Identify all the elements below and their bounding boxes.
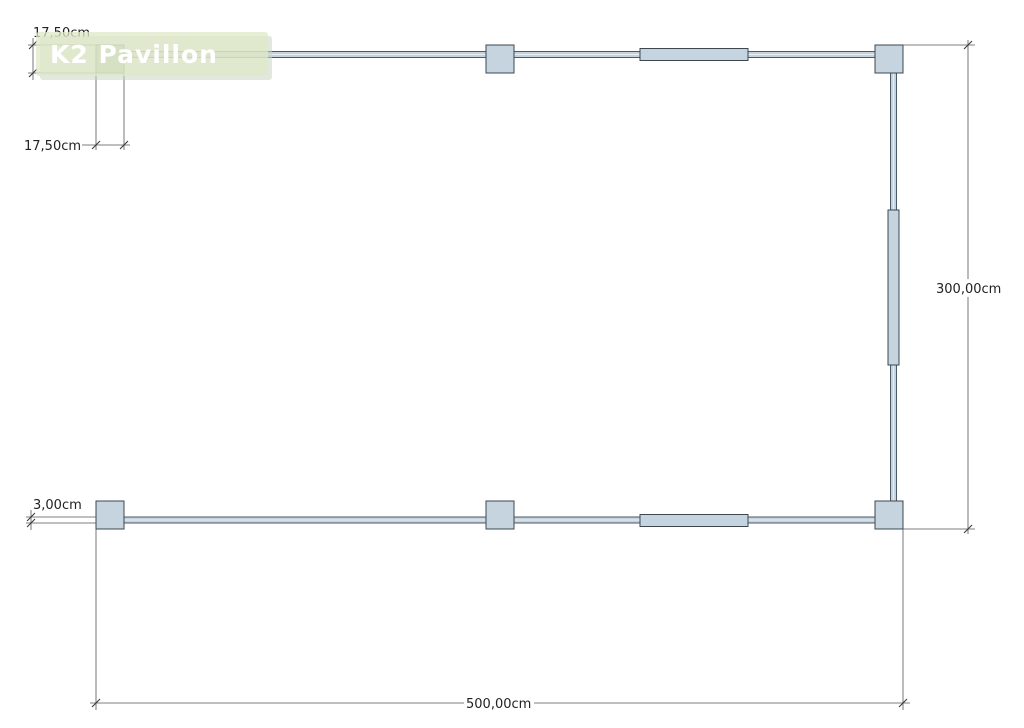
- posts: [95, 44, 904, 530]
- dimension-label-wall-thickness: 3,00cm: [33, 498, 82, 513]
- post-bottom-right[interactable]: [874, 500, 904, 530]
- dimension-depth: 300,00cm: [903, 40, 1004, 534]
- bottom-wall-panel: [639, 514, 749, 527]
- logo-text: K2 Pavillon: [50, 40, 218, 69]
- post-bottom-middle[interactable]: [485, 500, 515, 530]
- panels: [639, 48, 900, 527]
- dimension-wall-thickness: 3,00cm: [26, 498, 96, 530]
- post-top-middle[interactable]: [485, 44, 515, 74]
- dimension-width: 500,00cm: [90, 529, 910, 712]
- dimension-label-depth: 300,00cm: [936, 282, 1001, 297]
- post-bottom-left[interactable]: [95, 500, 125, 530]
- dimension-post-side: 17,50cm: [24, 73, 130, 154]
- walls: [96, 51, 903, 524]
- top-wall-panel: [639, 48, 749, 61]
- logo-watermark: K2 Pavillon: [36, 32, 272, 80]
- post-top-right[interactable]: [874, 44, 904, 74]
- dimension-label-width: 500,00cm: [466, 697, 531, 712]
- dimension-label-post-side: 17,50cm: [24, 139, 81, 154]
- right-wall-panel: [887, 209, 900, 366]
